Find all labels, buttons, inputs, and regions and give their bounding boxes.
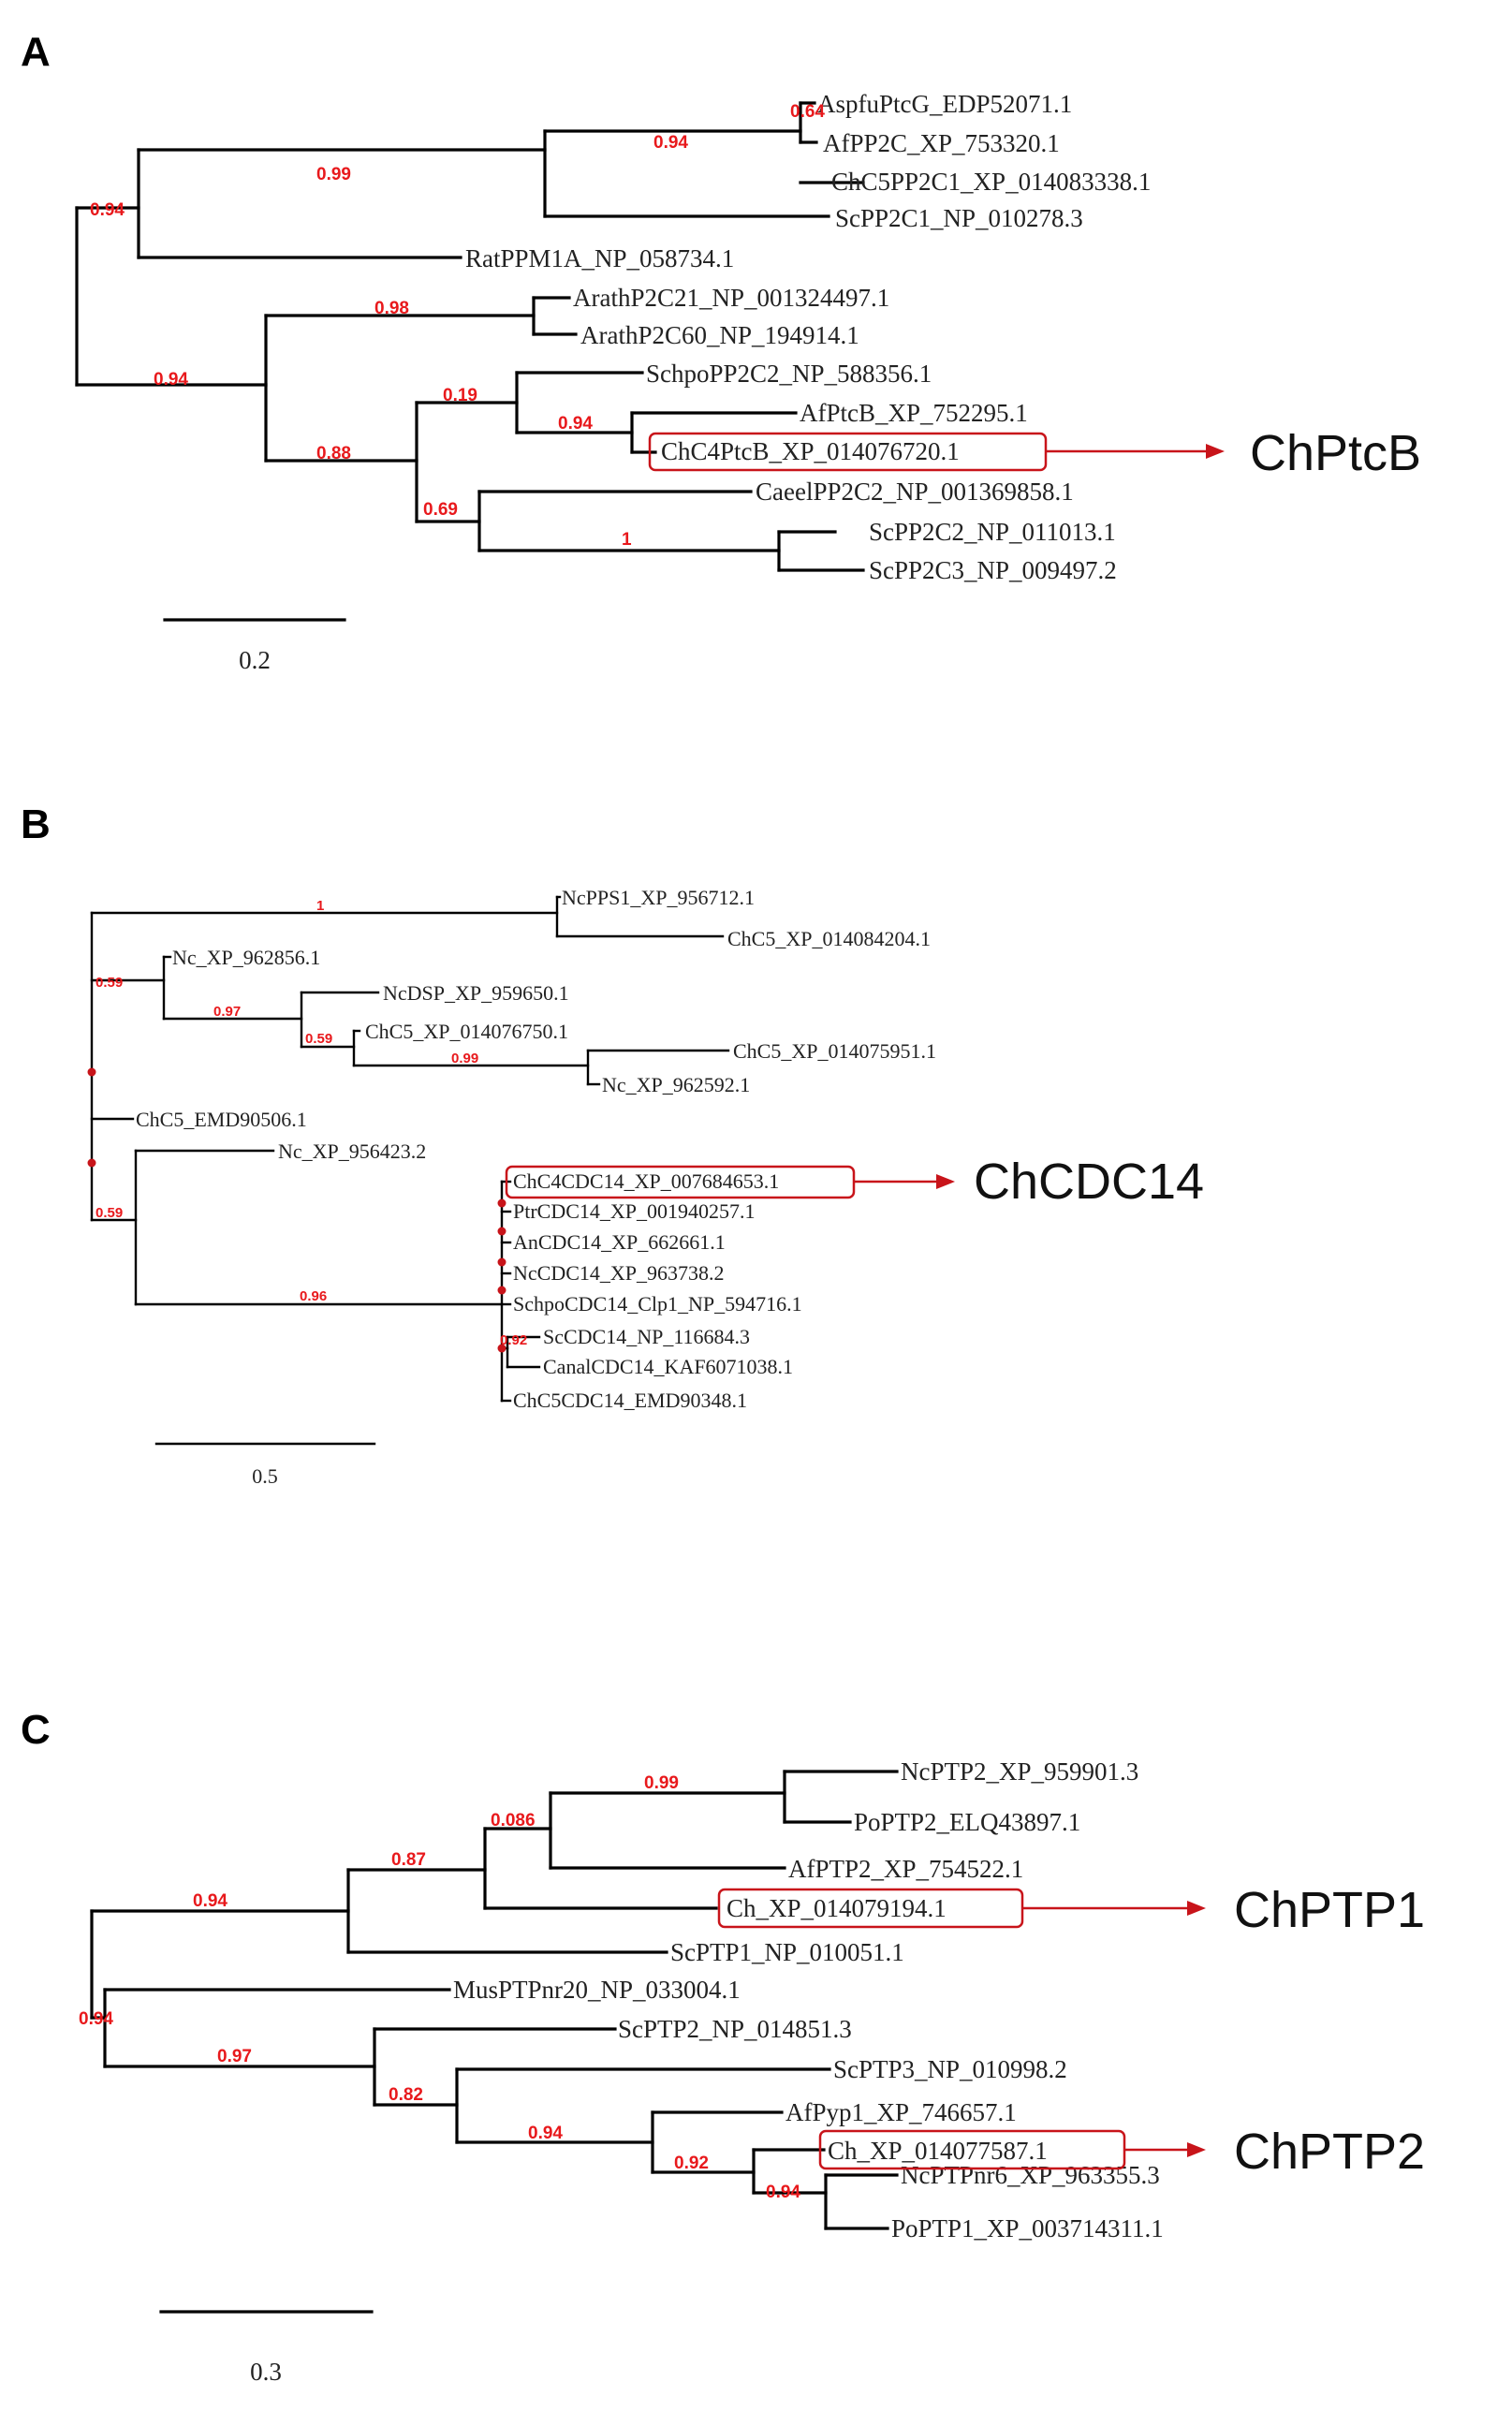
support-value: 0.19 bbox=[443, 386, 477, 405]
support-value: 0.92 bbox=[500, 1332, 527, 1348]
scale-label-a: 0.2 bbox=[239, 646, 271, 674]
leaf-label: ScPP2C2_NP_011013.1 bbox=[869, 518, 1116, 546]
support-value: 0.99 bbox=[451, 1051, 478, 1066]
leaf-label: PtrCDC14_XP_001940257.1 bbox=[513, 1199, 756, 1223]
leaf-label: ChC5_EMD90506.1 bbox=[136, 1108, 307, 1131]
leaf-label: Nc_XP_956423.2 bbox=[278, 1139, 426, 1163]
leaf-label-highlighted: Ch_XP_014079194.1 bbox=[727, 1894, 947, 1922]
callout-arrow-head bbox=[1187, 1901, 1206, 1916]
panel-b-letter: B bbox=[21, 801, 51, 847]
leaf-label: ChC5_XP_014075951.1 bbox=[733, 1039, 936, 1063]
support-value: 0.59 bbox=[305, 1031, 332, 1047]
leaf-label: ScPP2C3_NP_009497.2 bbox=[869, 556, 1117, 584]
panel-c: C bbox=[21, 1707, 1425, 2386]
support-value: 0.99 bbox=[316, 165, 351, 184]
leaf-label: SchpoPP2C2_NP_588356.1 bbox=[646, 360, 932, 388]
panel-a: A bbox=[21, 29, 1421, 674]
callout-arrow-head bbox=[1187, 2142, 1206, 2157]
leaf-label: AnCDC14_XP_662661.1 bbox=[513, 1230, 726, 1254]
leaf-label: ArathP2C60_NP_194914.1 bbox=[580, 321, 859, 349]
leaf-label: CanalCDC14_KAF6071038.1 bbox=[543, 1355, 793, 1378]
leaf-label: AfPP2C_XP_753320.1 bbox=[823, 129, 1060, 157]
panel-a-branches bbox=[75, 101, 865, 572]
support-value: 0.94 bbox=[154, 370, 188, 390]
leaf-label: NcPTP2_XP_959901.3 bbox=[901, 1757, 1138, 1786]
panel-b: B bbox=[21, 801, 1204, 1488]
support-value: 0.99 bbox=[644, 1773, 679, 1793]
callout-arrow-head bbox=[1206, 444, 1225, 459]
support-value: 0.59 bbox=[95, 975, 123, 991]
leaf-label: ArathP2C21_NP_001324497.1 bbox=[573, 284, 889, 312]
panel-c-branches bbox=[90, 1770, 899, 2230]
support-value: 0.94 bbox=[528, 2124, 563, 2143]
leaf-label: MusPTPnr20_NP_033004.1 bbox=[453, 1976, 741, 2004]
callout-label-chptp2: ChPTP2 bbox=[1234, 2124, 1425, 2180]
panel-a-leaf-labels: AspfuPtcG_EDP52071.1 AfPP2C_XP_753320.1 … bbox=[465, 90, 1151, 584]
panel-b-node-markers bbox=[87, 1067, 506, 1353]
support-value: 0.94 bbox=[79, 2009, 113, 2029]
panel-b-leaf-labels: NcPPS1_XP_956712.1 ChC5_XP_014084204.1 N… bbox=[136, 886, 936, 1412]
support-value: 0.88 bbox=[316, 444, 351, 463]
leaf-label-highlighted: ChC4CDC14_XP_007684653.1 bbox=[513, 1169, 779, 1193]
leaf-label-highlighted: ChC4PtcB_XP_014076720.1 bbox=[661, 437, 960, 465]
panel-b-support-values: 1 0.59 0.97 0.59 0.99 0.59 0.96 0.92 bbox=[95, 898, 527, 1348]
leaf-label: NcDSP_XP_959650.1 bbox=[383, 981, 569, 1005]
panel-c-leaf-labels: NcPTP2_XP_959901.3 PoPTP2_ELQ43897.1 AfP… bbox=[453, 1757, 1164, 2242]
support-value: 1 bbox=[316, 898, 324, 914]
callout-label-chptcb: ChPtcB bbox=[1250, 425, 1421, 481]
support-value: 0.82 bbox=[389, 2085, 423, 2105]
scale-label-c: 0.3 bbox=[250, 2358, 282, 2386]
leaf-label: ScPP2C1_NP_010278.3 bbox=[835, 204, 1083, 232]
leaf-label: AfPTP2_XP_754522.1 bbox=[788, 1855, 1023, 1883]
leaf-label: ChC5CDC14_EMD90348.1 bbox=[513, 1389, 747, 1412]
panel-c-support-values: 0.94 0.94 0.87 0.086 0.99 0.97 0.82 0.94… bbox=[79, 1773, 800, 2202]
support-value: 0.94 bbox=[653, 133, 688, 153]
leaf-label: RatPPM1A_NP_058734.1 bbox=[465, 244, 734, 272]
leaf-label: PoPTP1_XP_003714311.1 bbox=[891, 2214, 1164, 2242]
support-value: 0.94 bbox=[90, 200, 125, 220]
callout-label-chptp1: ChPTP1 bbox=[1234, 1882, 1425, 1938]
support-value: 0.96 bbox=[300, 1288, 327, 1304]
leaf-label: AspfuPtcG_EDP52071.1 bbox=[817, 90, 1072, 118]
callout-label-chcdc14: ChCDC14 bbox=[974, 1154, 1204, 1210]
leaf-label: AfPtcB_XP_752295.1 bbox=[800, 399, 1028, 427]
callout-arrow-head bbox=[936, 1174, 955, 1189]
leaf-label: ChC5PP2C1_XP_014083338.1 bbox=[831, 168, 1151, 196]
support-value: 0.94 bbox=[193, 1891, 228, 1911]
leaf-label: NcPPS1_XP_956712.1 bbox=[562, 886, 755, 909]
leaf-label: Nc_XP_962592.1 bbox=[602, 1073, 750, 1096]
leaf-label: CaeelPP2C2_NP_001369858.1 bbox=[756, 478, 1074, 506]
scale-label-b: 0.5 bbox=[252, 1464, 278, 1488]
support-value: 0.97 bbox=[217, 2047, 252, 2066]
support-value: 1 bbox=[622, 530, 632, 550]
leaf-label: ScPTP1_NP_010051.1 bbox=[670, 1938, 904, 1966]
support-value: 0.69 bbox=[423, 500, 458, 520]
leaf-label: ChC5_XP_014084204.1 bbox=[727, 927, 931, 950]
leaf-label: ScPTP3_NP_010998.2 bbox=[833, 2055, 1067, 2083]
leaf-label: ChC5_XP_014076750.1 bbox=[365, 1020, 568, 1043]
leaf-label: NcPTPnr6_XP_963355.3 bbox=[901, 2161, 1160, 2189]
leaf-label: PoPTP2_ELQ43897.1 bbox=[854, 1808, 1080, 1836]
support-value: 0.98 bbox=[374, 299, 409, 318]
support-value: 0.94 bbox=[766, 2183, 800, 2202]
leaf-label: ScPTP2_NP_014851.3 bbox=[618, 2015, 852, 2043]
leaf-label-highlighted: Ch_XP_014077587.1 bbox=[828, 2137, 1048, 2165]
support-value: 0.94 bbox=[558, 414, 593, 434]
leaf-label: Nc_XP_962856.1 bbox=[172, 946, 320, 969]
support-value: 0.87 bbox=[391, 1850, 426, 1870]
leaf-label: SchpoCDC14_Clp1_NP_594716.1 bbox=[513, 1292, 802, 1316]
panel-c-letter: C bbox=[21, 1707, 51, 1753]
leaf-label: AfPyp1_XP_746657.1 bbox=[785, 2098, 1017, 2126]
support-value: 0.59 bbox=[95, 1205, 123, 1221]
support-value: 0.086 bbox=[491, 1811, 536, 1830]
panel-a-letter: A bbox=[21, 29, 51, 75]
panel-a-support-values: 0.94 0.99 0.94 0.64 0.94 0.98 0.88 0.19 … bbox=[90, 102, 825, 550]
leaf-label: ScCDC14_NP_116684.3 bbox=[543, 1325, 750, 1348]
support-value: 0.64 bbox=[790, 102, 825, 122]
support-value: 0.92 bbox=[674, 2154, 709, 2173]
support-value: 0.97 bbox=[213, 1004, 241, 1020]
leaf-label: NcCDC14_XP_963738.2 bbox=[513, 1261, 725, 1285]
